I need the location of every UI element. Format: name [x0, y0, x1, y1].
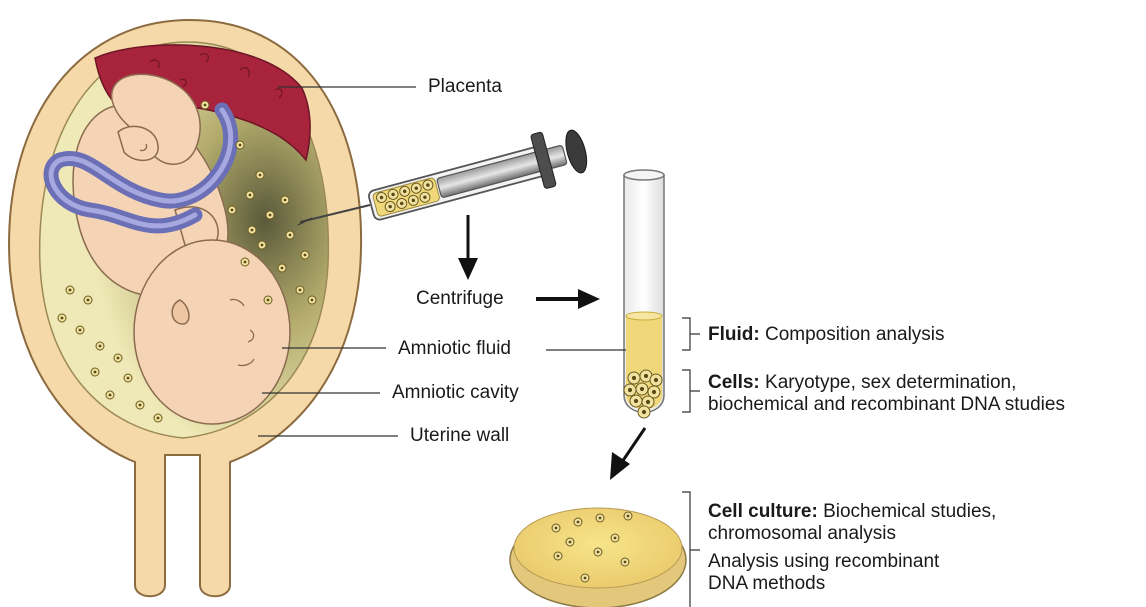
note-culture-line1: Biochemical studies, [823, 501, 996, 522]
fluid-bracket [682, 318, 700, 350]
label-placenta: Placenta [428, 76, 502, 98]
note-cells-line1: Karyotype, sex determination, [765, 372, 1016, 393]
cell [624, 384, 636, 396]
cell [228, 206, 236, 214]
label-uterine-wall: Uterine wall [410, 425, 509, 447]
cell [574, 518, 582, 526]
cell [266, 211, 274, 219]
cell [264, 296, 272, 304]
cell [84, 296, 92, 304]
cell [241, 258, 249, 266]
cell [596, 514, 604, 522]
cell [581, 574, 589, 582]
note-cells-line2: biochemical and recombinant DNA studies [708, 394, 1065, 416]
note-fluid-title: Fluid: [708, 324, 760, 345]
cell [246, 191, 254, 199]
cell [308, 296, 316, 304]
arrow-to-tube [536, 289, 600, 309]
note-culture-title: Cell culture: [708, 501, 818, 522]
cell [114, 354, 122, 362]
culture-bracket [682, 492, 700, 607]
cell [281, 196, 289, 204]
arrow-to-dish [610, 428, 645, 480]
cell [58, 314, 66, 322]
note-culture: Cell culture: Biochemical studies, chrom… [708, 501, 996, 595]
cell [552, 524, 560, 532]
note-cells-title: Cells: [708, 372, 760, 393]
cell [256, 171, 264, 179]
culture-dish [510, 508, 686, 607]
label-centrifuge: Centrifuge [416, 288, 504, 310]
cell [594, 548, 602, 556]
cell [296, 286, 304, 294]
label-amniotic-fluid: Amniotic fluid [398, 338, 511, 360]
cell [611, 534, 619, 542]
cell [124, 374, 132, 382]
cell [628, 372, 640, 384]
cell [636, 383, 648, 395]
cell [258, 241, 266, 249]
cell [236, 141, 244, 149]
cell [96, 342, 104, 350]
note-fluid: Fluid: Composition analysis [708, 324, 945, 346]
note-fluid-text: Composition analysis [765, 324, 945, 345]
cell [278, 264, 286, 272]
note-culture-line3: Analysis using recombinant [708, 551, 996, 573]
cell [76, 326, 84, 334]
cell [154, 414, 162, 422]
cell [301, 251, 309, 259]
cell [91, 368, 99, 376]
cell [248, 226, 256, 234]
cells-bracket [682, 370, 700, 412]
cell [650, 374, 662, 386]
tube-cell-pellet [624, 370, 662, 418]
cell [66, 286, 74, 294]
cell [286, 231, 294, 239]
centrifuge-tube [624, 170, 664, 418]
cell [566, 538, 574, 546]
label-amniotic-cavity: Amniotic cavity [392, 382, 519, 404]
note-culture-line2: chromosomal analysis [708, 523, 996, 545]
note-culture-line4: DNA methods [708, 573, 996, 595]
syringe-plunger-cap [562, 128, 591, 175]
cell [201, 101, 209, 109]
note-cells: Cells: Karyotype, sex determination, bio… [708, 372, 1065, 416]
uterus [9, 20, 361, 596]
cell [638, 406, 650, 418]
cell [630, 395, 642, 407]
cell [106, 391, 114, 399]
cell [624, 512, 632, 520]
cell [136, 401, 144, 409]
arrow-down-syringe [458, 215, 478, 280]
cell [554, 552, 562, 560]
cell [621, 558, 629, 566]
